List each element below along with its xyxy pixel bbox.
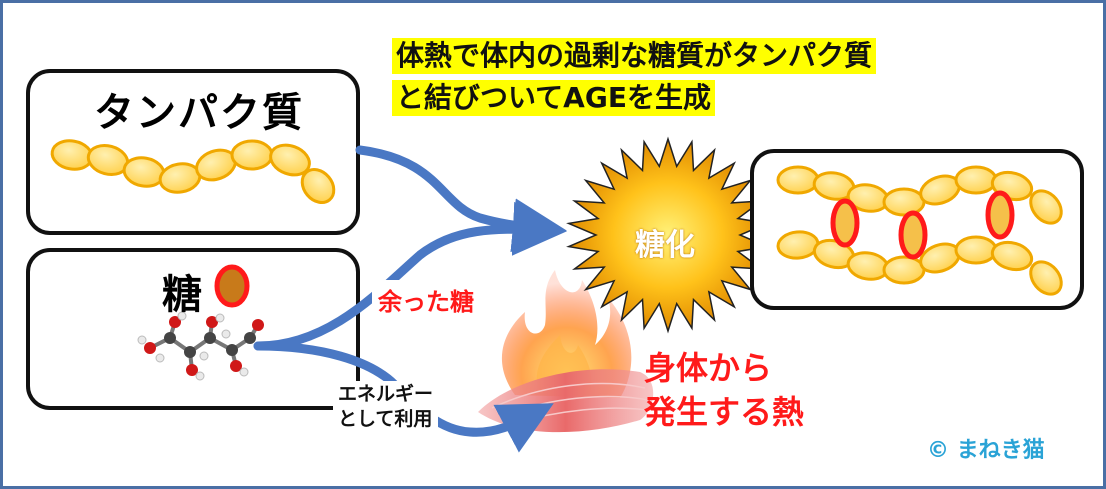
title-line-2: と結びついてAGEを生成 <box>392 80 715 116</box>
muscle-icon <box>478 369 654 433</box>
glucose-molecule-icon <box>137 311 264 381</box>
excess-sugar-label: 余った糖 <box>372 280 480 319</box>
protein-to-glycation-arrow <box>355 145 567 253</box>
body-heat-line-2: 発生する熱 <box>644 393 805 431</box>
energy-use-line-2: として利用 <box>338 408 433 430</box>
protein-chain <box>50 139 336 204</box>
energy-use-line-1: エネルギー <box>338 383 434 405</box>
glycation-burst-icon <box>566 136 770 334</box>
sugar-label: 糖 <box>162 272 202 318</box>
sugar-to-glycation-arrow <box>253 201 567 351</box>
energy-use-label: エネルギー として利用 <box>333 381 439 433</box>
protein-label: タンパク質 <box>94 90 304 136</box>
glycation-label: 糖化 <box>635 228 695 263</box>
title-line-1: 体熱で体内の過剰な糖質がタンパク質 <box>392 38 877 74</box>
body-heat-line-1: 身体から <box>644 349 773 387</box>
sugar-icon <box>214 264 250 308</box>
body-heat-label: 身体から 発生する熱 <box>644 346 804 434</box>
copyright-text: © まねき猫 <box>927 438 1045 463</box>
crosslink-markers <box>830 190 1015 260</box>
sugar-box <box>26 248 360 410</box>
